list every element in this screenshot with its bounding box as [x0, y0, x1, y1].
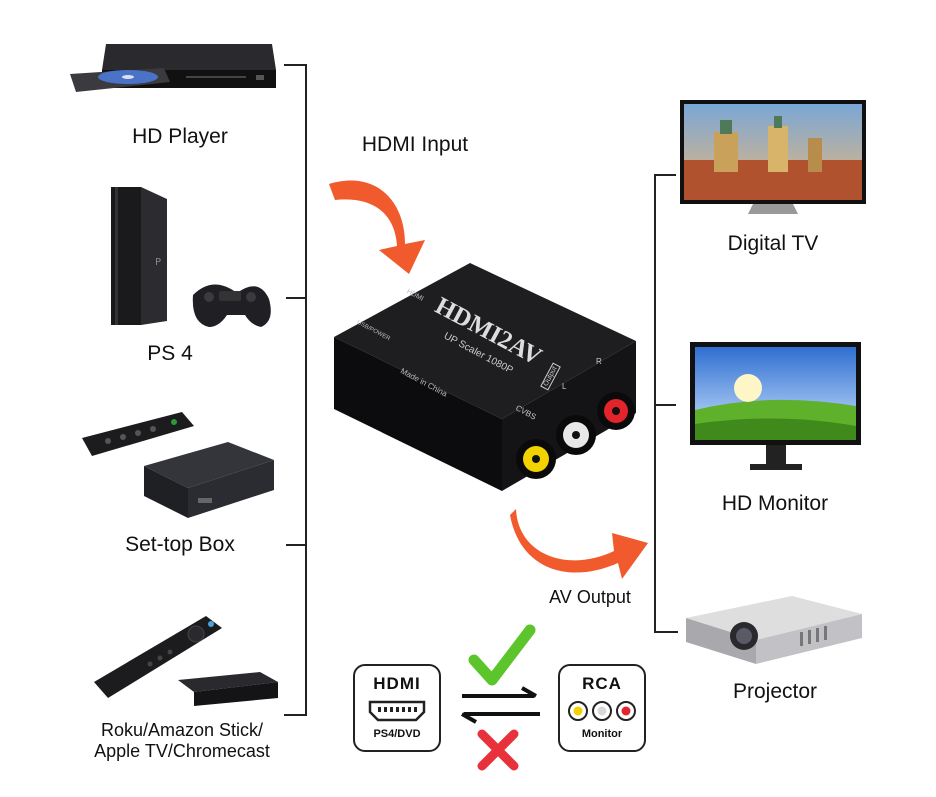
hdmi-badge: HDMI PS4/DVD [353, 664, 441, 752]
converter-jack-r: R [596, 357, 602, 366]
output-label-projector: Projector [732, 680, 818, 703]
left-bracket-line [284, 64, 307, 716]
cross-icon [477, 729, 519, 771]
rca-jacks-icon [568, 701, 636, 721]
output-label-hd-monitor: HD Monitor [721, 492, 829, 515]
streaming-stick-image [94, 616, 278, 706]
source-label-ps4: PS 4 [147, 342, 193, 365]
svg-text:P: P [155, 257, 161, 268]
converter-jack-l: L [562, 382, 567, 391]
hd-player-image [70, 44, 276, 92]
source-label-streaming: Roku/Amazon Stick/ Apple TV/Chromecast [82, 720, 282, 762]
source-label-streaming-line2: Apple TV/Chromecast [94, 741, 270, 761]
check-icon [468, 624, 536, 686]
hdmi-connector-icon [368, 700, 426, 722]
hdmi-badge-sub: PS4/DVD [373, 728, 421, 740]
rca-badge-sub: Monitor [581, 728, 623, 740]
source-label-streaming-line1: Roku/Amazon Stick/ [100, 720, 264, 740]
legend-direction [461, 624, 540, 771]
hdmi-input-label: HDMI Input [361, 133, 469, 156]
ps4-image: P [111, 187, 271, 327]
hd-monitor-image [690, 342, 861, 470]
hdmi-badge-title: HDMI [373, 674, 421, 693]
input-arrow [329, 180, 425, 274]
source-label-set-top-box: Set-top Box [125, 533, 235, 556]
projector-image [686, 596, 862, 664]
output-label-digital-tv: Digital TV [727, 232, 819, 255]
right-bracket-line [654, 174, 678, 633]
exchange-arrows-icon [461, 686, 540, 724]
digital-tv-image [680, 100, 866, 214]
hdmi2av-converter [334, 263, 636, 491]
rca-badge-title: RCA [582, 674, 622, 693]
av-output-label: AV Output [549, 587, 631, 607]
output-arrow [510, 509, 648, 579]
source-label-hd-player: HD Player [132, 125, 228, 148]
rca-badge: RCA Monitor [558, 664, 646, 752]
set-top-box-image [82, 412, 274, 518]
